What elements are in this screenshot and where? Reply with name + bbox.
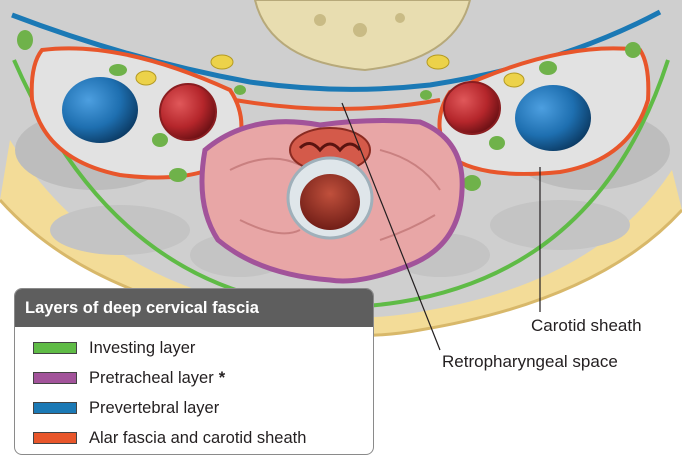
legend-swatch-investing — [33, 342, 77, 354]
legend-label: Alar fascia and carotid sheath — [89, 429, 306, 448]
legend-swatch-alar — [33, 432, 77, 444]
legend-item-alar: Alar fascia and carotid sheath — [33, 426, 311, 450]
legend-label: Pretracheal layer — [89, 369, 214, 388]
legend-swatch-prevertebral — [33, 402, 77, 414]
common-carotid-artery-right — [444, 82, 500, 134]
legend-title: Layers of deep cervical fascia — [15, 289, 373, 327]
legend-marker: * — [219, 369, 225, 388]
legend-label: Investing layer — [89, 339, 195, 358]
trachea-lumen — [300, 174, 360, 230]
muscle — [490, 200, 630, 250]
legend-item-prevertebral: Prevertebral layer — [33, 396, 224, 420]
legend-label: Prevertebral layer — [89, 399, 219, 418]
internal-jugular-vein-left — [62, 77, 138, 143]
label-carotid-sheath: Carotid sheath — [531, 316, 642, 336]
muscle — [50, 205, 190, 255]
internal-jugular-vein-right — [515, 85, 591, 151]
legend-item-pretracheal: Pretracheal layer * — [33, 366, 225, 390]
legend: Layers of deep cervical fascia Investing… — [14, 288, 374, 455]
legend-swatch-pretracheal — [33, 372, 77, 384]
common-carotid-artery-left — [160, 84, 216, 140]
legend-item-investing: Investing layer — [33, 336, 200, 360]
label-retropharyngeal-space: Retropharyngeal space — [442, 352, 618, 372]
